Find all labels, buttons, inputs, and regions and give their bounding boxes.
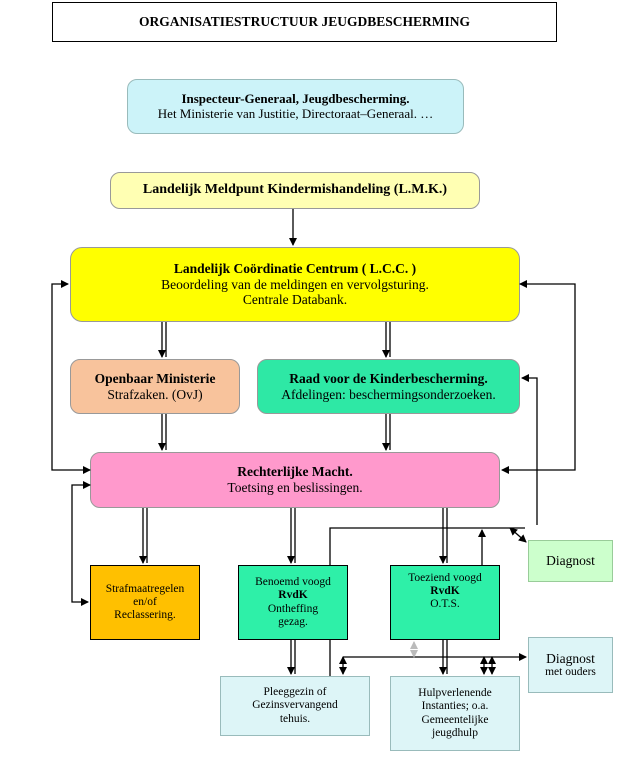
page-title: ORGANISATIESTRUCTUUR JEUGDBESCHERMING [52, 2, 557, 42]
hulp-line1: Hulpverlenende [418, 687, 492, 700]
om-title: Openbaar Ministerie [94, 370, 216, 386]
diagnost2-label: Diagnost [546, 650, 595, 666]
lcc-line3: Centrale Databank. [242, 292, 348, 308]
arrow-left-loop [51, 280, 91, 474]
lcc-title: Landelijk Coördinatie Centrum ( L.C.C. ) [173, 261, 417, 277]
toeziend-voogd-box: Toeziend voogd RvdK O.T.S. [390, 565, 500, 640]
arrow-right-loop [501, 280, 576, 474]
openbaar-ministerie-box: Openbaar Ministerie Strafzaken. (OvJ) [70, 359, 240, 414]
pleeggezin-box: Pleeggezin of Gezinsvervangend tehuis. [220, 676, 370, 736]
arrow-diagnost-line [329, 527, 525, 565]
straf-line3: Reclassering. [114, 609, 176, 622]
diagnost-label: Diagnost [546, 553, 595, 569]
arrow-straf-loop [71, 481, 91, 606]
inspecteur-subtitle: Het Ministerie van Justitie, Directoraat… [157, 105, 434, 121]
toeziend-line1: Toeziend voogd [408, 572, 482, 584]
arrow-diagnost-head [509, 527, 527, 543]
pleeg-line1: Pleeggezin of [263, 686, 327, 699]
diagnost2-sublabel: met ouders [545, 666, 596, 679]
straf-line2: en/of [133, 595, 157, 608]
hulp-line3: Gemeentelijke [421, 713, 489, 726]
pleeg-line2: Gezinsvervangend [252, 699, 338, 712]
hulpverlenende-box: Hulpverlenende Instanties; o.a. Gemeente… [390, 676, 520, 751]
rechterlijk-title: Rechterlijke Macht. [237, 464, 353, 480]
lmk-box: Landelijk Meldpunt Kindermishandeling (L… [110, 172, 480, 209]
straf-line1: Strafmaatregelen [105, 582, 185, 595]
om-subtitle: Strafzaken. (OvJ) [107, 386, 203, 402]
benoemd-voogd-box: Benoemd voogd RvdK Ontheffing gezag. [238, 565, 348, 640]
pleeg-line3: tehuis. [279, 712, 311, 725]
strafmaatregelen-box: Strafmaatregelen en/of Reclassering. [90, 565, 200, 640]
raad-title: Raad voor de Kinderbescherming. [289, 370, 488, 386]
inspecteur-title: Inspecteur-Generaal, Jeugdbescherming. [181, 90, 410, 106]
diagnost-box: Diagnost [528, 540, 613, 582]
benoemd-line4: gezag. [278, 615, 308, 628]
diagnost-met-ouders-box: Diagnost met ouders [528, 637, 613, 693]
benoemd-line2: RvdK [278, 589, 308, 602]
hulp-line2: Instanties; o.a. [421, 700, 489, 713]
lcc-box: Landelijk Coördinatie Centrum ( L.C.C. )… [70, 247, 520, 322]
benoemd-line3: Ontheffing [267, 602, 319, 615]
page-title-text: ORGANISATIESTRUCTUUR JEUGDBESCHERMING [139, 14, 470, 29]
rechterlijk-subtitle: Toetsing en beslissingen. [227, 480, 363, 495]
hulp-line4: jeugdhulp [432, 726, 478, 739]
benoemd-line1: Benoemd voogd [255, 576, 331, 589]
lmk-title: Landelijk Meldpunt Kindermishandeling (L… [142, 182, 448, 198]
raad-subtitle: Afdelingen: beschermingsonderzoeken. [281, 386, 496, 402]
toeziend-line2: RvdK [430, 585, 460, 598]
rechterlijke-macht-box: Rechterlijke Macht. Toetsing en beslissi… [90, 452, 500, 508]
raad-kinderbescherming-box: Raad voor de Kinderbescherming. Afdeling… [257, 359, 520, 414]
inspecteur-generaal-box: Inspecteur-Generaal, Jeugdbescherming. H… [127, 79, 464, 134]
lcc-line2: Beoordeling van de meldingen en vervolgs… [161, 276, 429, 292]
toeziend-line3: O.T.S. [430, 598, 460, 611]
arrow-raad-right [521, 374, 538, 525]
